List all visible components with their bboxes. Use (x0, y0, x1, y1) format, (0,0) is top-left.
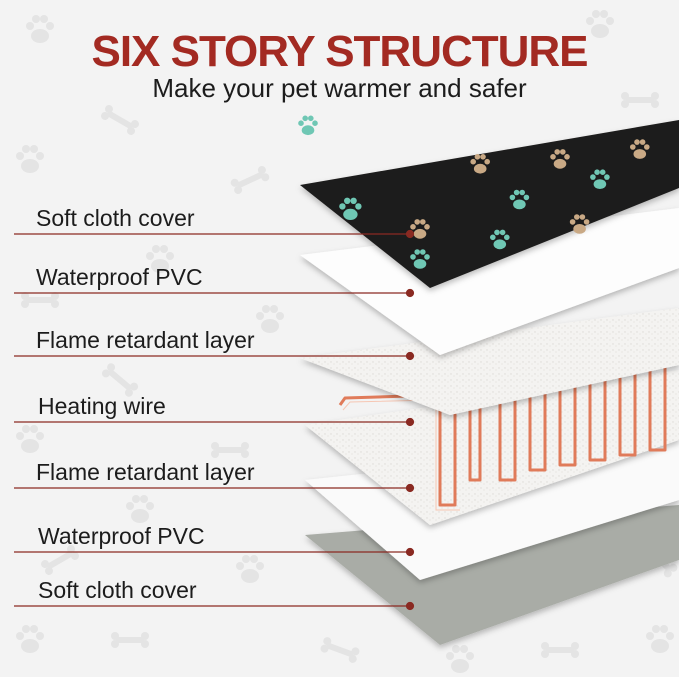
flame-retardant-layer-lower (305, 370, 679, 525)
layer-label-flame-retardant-lower: Flame retardant layer (36, 459, 255, 485)
layer-label-soft-cloth-top: Soft cloth cover (36, 205, 195, 231)
layer-label-heating-wire: Heating wire (38, 393, 166, 419)
paw-print-fabric-layer (300, 120, 679, 288)
page-subtitle: Make your pet warmer and safer (152, 73, 527, 103)
layer-label-waterproof-pvc-bottom: Waterproof PVC (38, 523, 205, 549)
layer-label-soft-cloth-bottom: Soft cloth cover (38, 577, 197, 603)
flame-retardant-layer-upper (300, 308, 679, 415)
layer-label-waterproof-pvc-top: Waterproof PVC (36, 264, 203, 290)
page-title: SIX STORY STRUCTURE (91, 27, 588, 76)
layer-label-flame-retardant-upper: Flame retardant layer (36, 327, 255, 353)
leader-lines (14, 229, 415, 611)
